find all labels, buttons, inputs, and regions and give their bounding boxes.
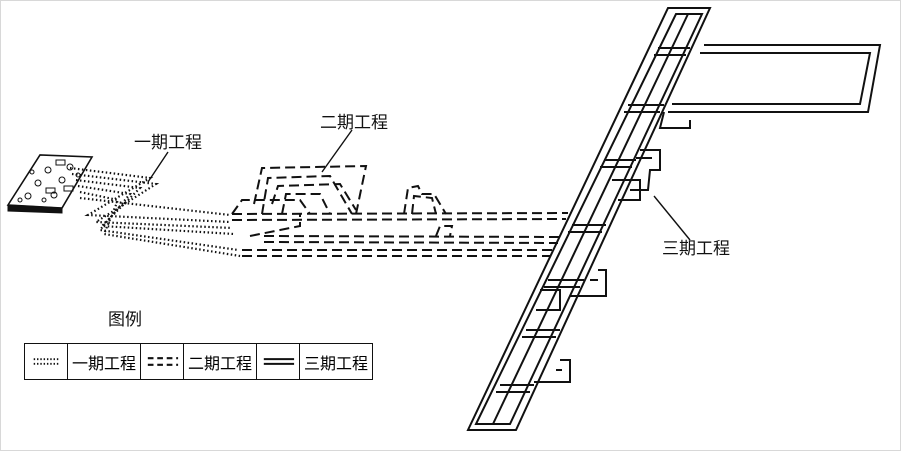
legend-label-phase2: 二期工程 [184, 344, 258, 379]
phase1-roadways [69, 166, 241, 258]
phase3-side-stubs [534, 149, 661, 383]
legend-label-phase3: 三期工程 [304, 353, 369, 373]
leader-lines [147, 129, 691, 241]
legend-title: 图例 [108, 310, 142, 330]
phase1-panel [6, 154, 94, 214]
legend-symbol-dashed [141, 344, 185, 379]
legend-label-phase1: 一期工程 [68, 344, 142, 379]
phase2-roadways [231, 164, 569, 257]
phase3-main-roadway [466, 7, 712, 431]
label-phase3: 三期工程 [662, 239, 730, 259]
label-phase2: 二期工程 [320, 113, 388, 133]
legend-table: 一期工程 二期工程 三期工程 [24, 343, 374, 380]
phase3-branch-upper [658, 44, 882, 129]
legend-symbol-dotted [25, 344, 68, 379]
legend-symbol-double-solid [257, 344, 301, 379]
label-phase1: 一期工程 [134, 133, 202, 153]
